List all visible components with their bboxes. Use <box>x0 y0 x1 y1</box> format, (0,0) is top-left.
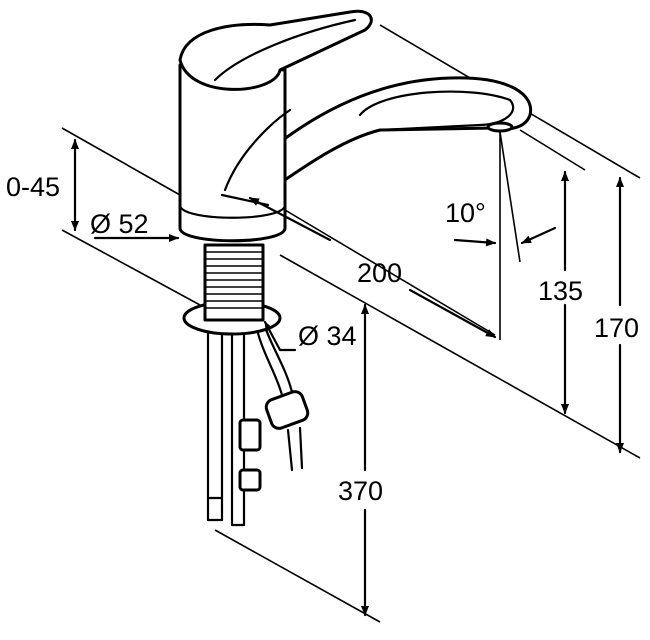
spout-angle-label: 10° <box>445 198 486 228</box>
spout-reach-label: 200 <box>357 258 402 288</box>
dimension-arrows <box>71 138 624 617</box>
outlet-height-label: 135 <box>538 276 583 306</box>
hose-length-label: 370 <box>338 476 383 506</box>
total-height-label: 170 <box>594 313 639 343</box>
height-adjust-label: 0-45 <box>6 172 60 202</box>
body-diameter-label: Ø 52 <box>90 209 149 239</box>
faucet-illustration <box>178 9 533 527</box>
shank-diameter-label: Ø 34 <box>298 321 357 351</box>
